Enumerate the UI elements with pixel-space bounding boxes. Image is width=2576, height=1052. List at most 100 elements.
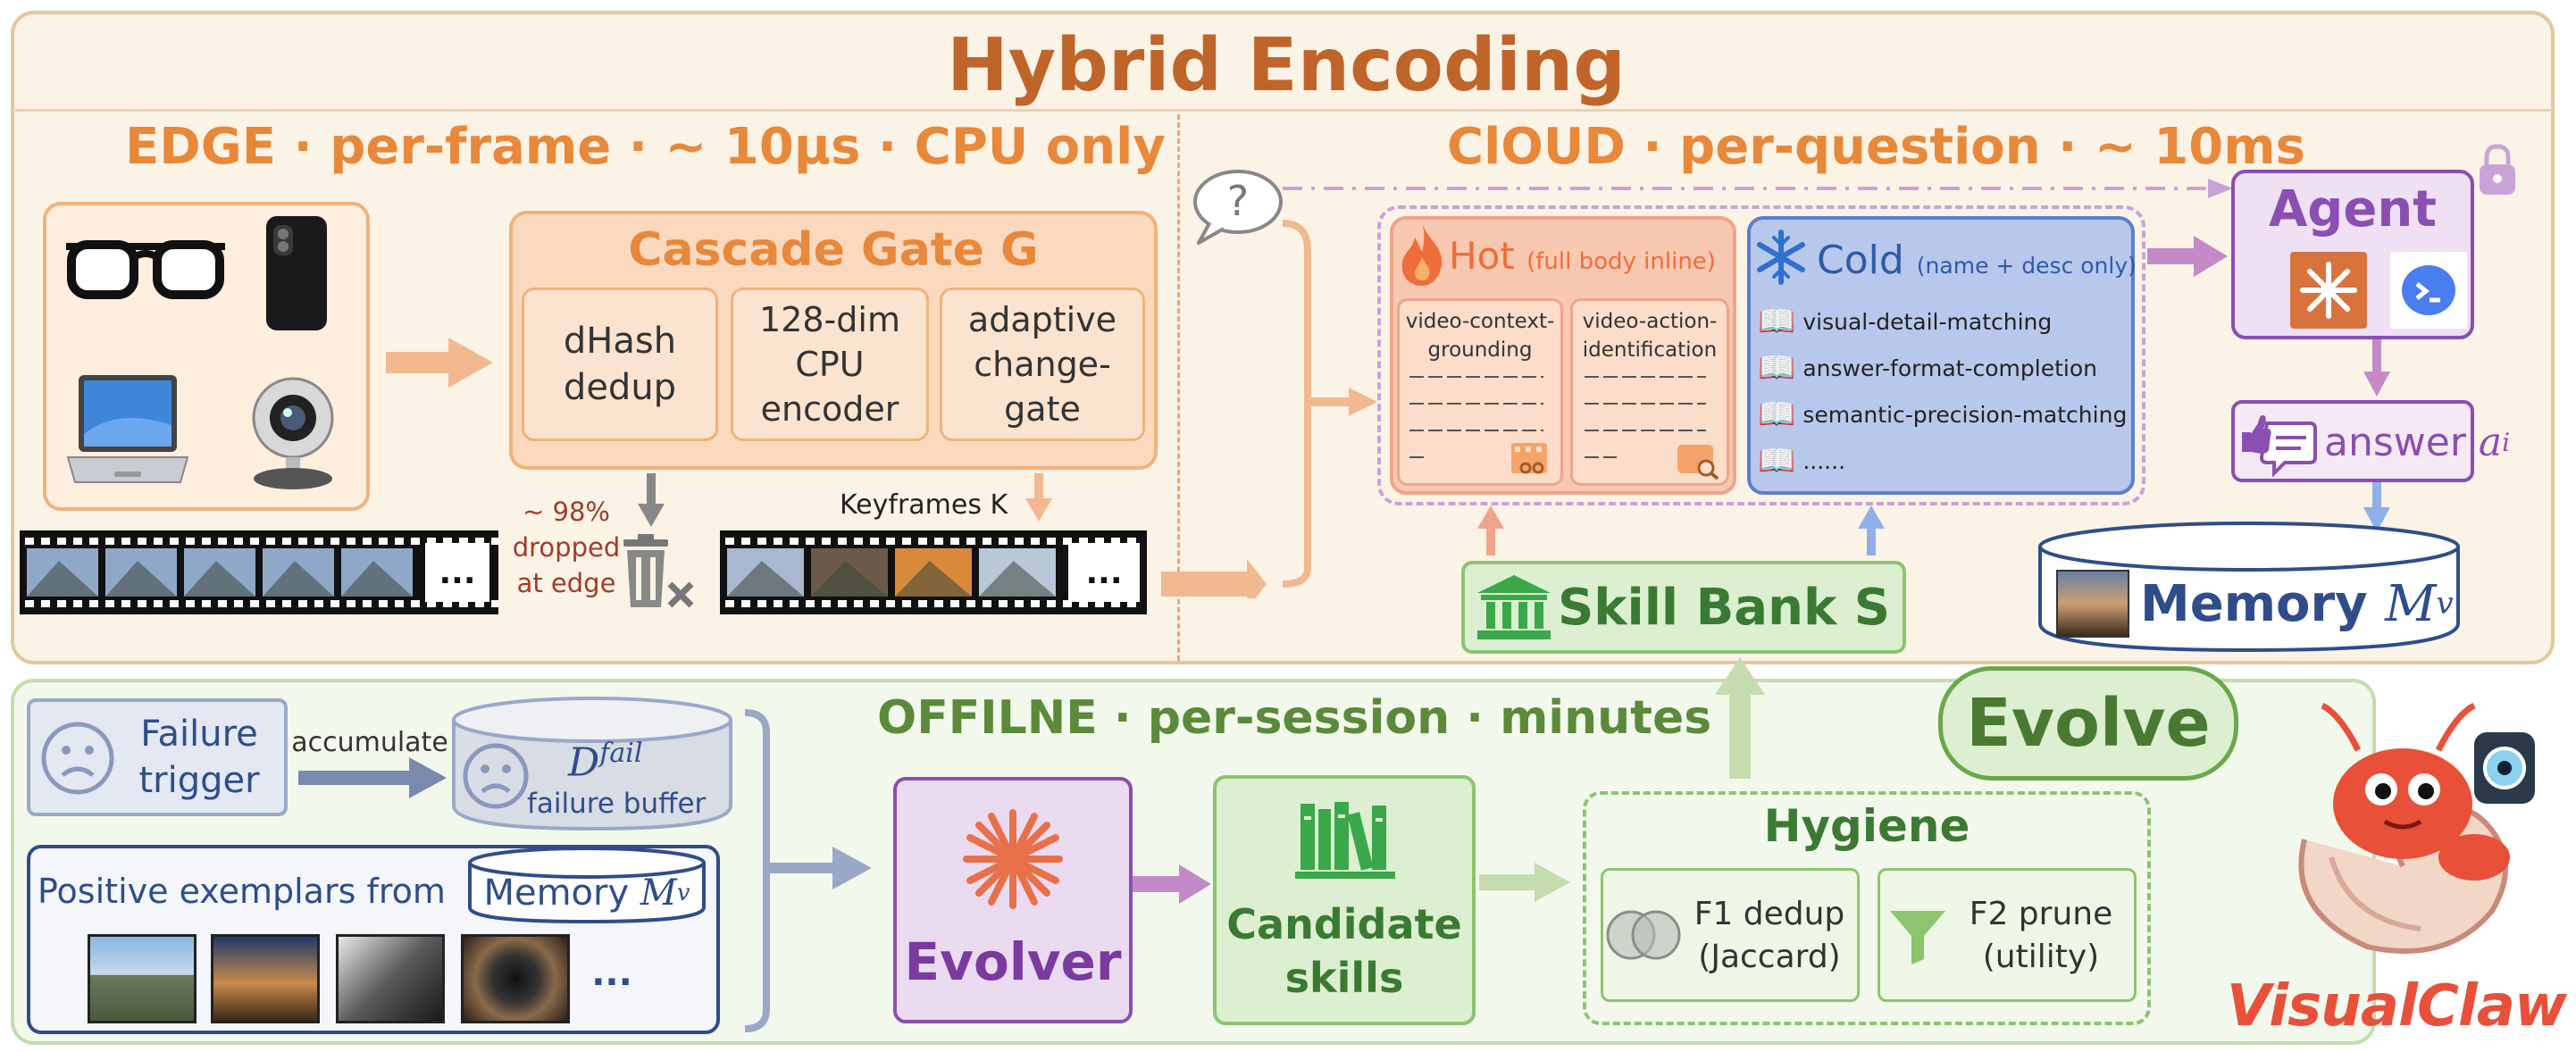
sprocket-hole [491,538,498,545]
hot-card-line: grounding [1427,338,1533,362]
sprocket-hole [330,538,339,545]
hot-card-line: identification [1582,338,1718,362]
bank-building-icon [1477,575,1551,639]
gate-cell-line: 128-dim [759,300,900,339]
smart-glasses-icon [66,240,225,299]
sprocket-hole [902,600,911,607]
sprocket-hole [105,538,114,545]
film-frame-scene [184,561,255,597]
answer-sub: i [2502,427,2511,457]
gate-cell-line: encoder [760,389,899,429]
sprocket-hole [822,538,831,545]
laptop-icon [66,375,189,483]
sprocket-hole [950,600,959,607]
sprocket-hole [822,600,831,607]
hot-card-label: video-action- identification [1570,304,1729,368]
gate-cell-line: adaptive [967,300,1117,339]
skillbank-to-hot-arrow [1477,505,1504,555]
sprocket-hole [870,538,879,545]
sprocket-hole [105,600,114,607]
sprocket-hole [138,600,146,607]
sprocket-hole [218,538,227,545]
gate-cell-line: dHash [563,321,677,362]
sprocket-hole [202,600,211,607]
funnel-icon [1890,911,1945,964]
sprocket-hole [870,600,879,607]
sprocket-hole [1015,538,1024,545]
sprocket-hole [491,600,498,607]
accumulate-label: accumulate [291,726,448,758]
sprocket-hole [25,600,34,607]
sprocket-hole [234,600,243,607]
thumbs-up-chat-icon [2242,415,2317,477]
hygiene-title: Hygiene [1763,800,1970,852]
positive-memory-var: M [640,872,677,914]
sprocket-hole [250,600,259,607]
question-mark: ? [1226,177,1250,225]
memory-thumbnail [2056,570,2129,638]
sprocket-hole [121,538,130,545]
list-item: 📖answer-format-completion [1758,345,2133,391]
film-frame-scene [263,561,334,597]
sprocket-hole [790,538,799,545]
sprocket-hole [298,600,307,607]
film-frame-scene [811,561,888,597]
sprocket-hole [411,600,420,607]
sprocket-hole [154,600,163,607]
memory-cylinder [2038,522,2460,653]
sprocket-hole [1047,600,1056,607]
list-item: 📖...... [1758,438,2133,484]
keyframes-label-text: Keyframes K [840,489,1008,521]
film-frame-scene [727,561,804,597]
sprocket-hole [983,600,991,607]
positive-memory-text: Memory [483,872,630,914]
f2-line: (utility) [1982,939,2100,975]
sprocket-hole [1079,600,1088,607]
book-icon: 📖 [1758,397,1796,432]
hot-card-body-lines [1409,376,1706,458]
film-frame-scene [105,561,177,597]
sprocket-hole [475,600,484,607]
terminal-bubble-icon [2390,252,2467,329]
hot-title-text: Hot [1449,234,1515,278]
sprocket-hole [427,600,436,607]
f1-line: F1 dedup [1694,896,1845,932]
sprocket-hole [886,600,895,607]
skill-bank-label: Skill Bank S [1557,578,1891,637]
exemplar-thumbnail-city [211,934,320,1023]
failure-trigger-line: Failure [140,714,258,755]
f1-line: (Jaccard) [1698,939,1841,975]
sprocket-hole [741,538,750,545]
cloud-header: ClOUD · per-question · ~ 10ms [1447,118,2305,176]
gate-cell-line: dedup [563,367,677,408]
sad-face-icon [463,743,529,809]
books-icon [1295,802,1395,879]
fire-icon [1401,223,1443,286]
sprocket-hole [459,538,468,545]
question-bubble-icon [1193,170,1283,245]
sprocket-hole [25,538,34,545]
hot-card-line: video-context- [1405,310,1555,333]
sprocket-hole [379,538,388,545]
webcam-icon [252,377,334,489]
sprocket-hole [443,538,452,545]
candidate-line: skills [1284,954,1404,1002]
evolver-starburst-icon [963,809,1063,909]
question-to-agent-dashed-arrow [1283,179,2233,198]
keyframes-label: Keyframes K [840,489,1054,527]
failure-trigger-box [27,698,288,816]
sprocket-hole [918,600,927,607]
sprocket-hole [57,538,66,545]
answer-text: answer [2324,419,2466,465]
sprocket-hole [121,600,130,607]
film-scissors-icon [1511,443,1547,474]
edge-cloud-divider [1177,114,1180,661]
positive-exemplars-label: Positive exemplars from [38,872,446,911]
sprocket-hole [1095,538,1104,545]
failure-buffer-label: failure buffer [527,788,707,820]
book-icon: 📖 [1758,350,1796,386]
gate-to-keyframes-arrow [1025,473,1052,522]
memory-text: Memory [2140,574,2368,633]
